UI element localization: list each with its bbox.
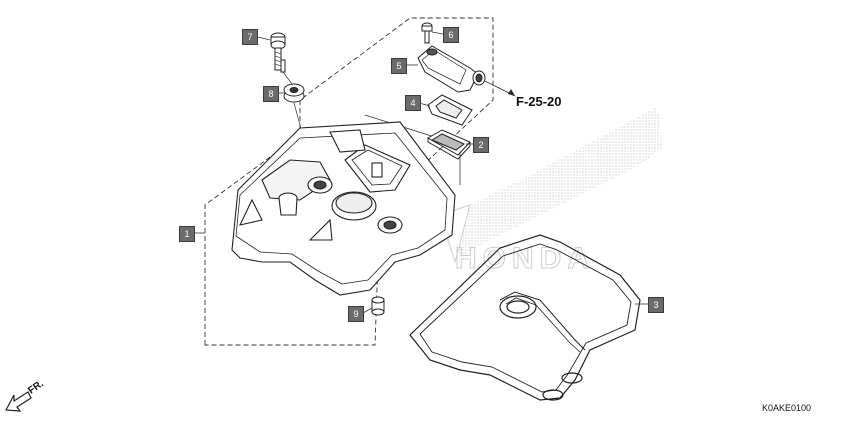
seal-washer-part xyxy=(283,83,305,103)
dowel-pin-part xyxy=(371,296,385,316)
diagram-code: K0AKE0100 xyxy=(762,403,812,413)
leader-9 xyxy=(362,307,373,314)
callout-5: 5 xyxy=(391,58,407,74)
front-direction-arrow xyxy=(5,391,32,412)
breather-gasket-part xyxy=(427,94,473,126)
head-cover-gasket xyxy=(409,234,641,401)
breather-joint-part xyxy=(417,45,486,93)
callout-2: 2 xyxy=(473,137,489,153)
callout-8: 8 xyxy=(263,86,279,102)
honda-wing-watermark: HONDA xyxy=(439,108,662,276)
reference-label: F-25-20 xyxy=(516,94,562,109)
bolt-part xyxy=(270,32,286,73)
callout-1: 1 xyxy=(179,226,195,242)
svg-text:HONDA: HONDA xyxy=(455,242,595,275)
leader-6 xyxy=(431,31,444,35)
breather-plate-part xyxy=(426,129,471,160)
callout-7: 7 xyxy=(242,29,258,45)
leader-7-down xyxy=(282,71,293,85)
callout-6: 6 xyxy=(443,27,459,43)
leader-7 xyxy=(257,36,271,41)
reference-arrow xyxy=(508,89,515,96)
cylinder-head-cover xyxy=(231,121,456,296)
callout-3: 3 xyxy=(648,297,664,313)
callout-9: 9 xyxy=(348,306,364,322)
small-bolt-part xyxy=(421,22,433,44)
callout-4: 4 xyxy=(405,95,421,111)
